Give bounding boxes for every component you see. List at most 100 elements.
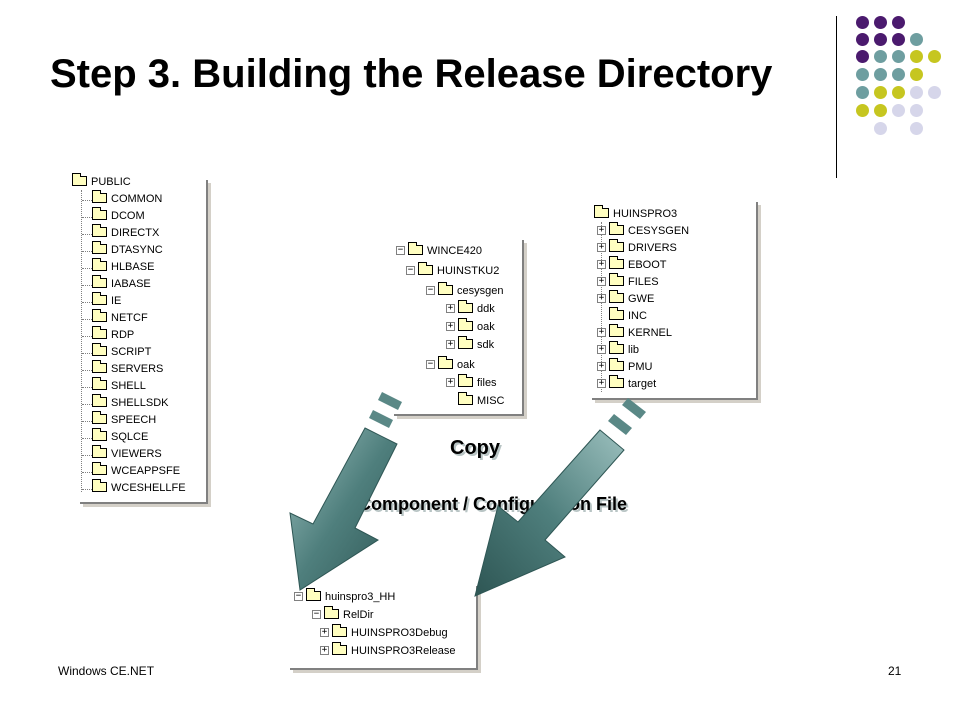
tree-node-release[interactable]: +HUINSPRO3Release [320, 642, 456, 660]
folder-icon [609, 324, 624, 338]
tree-node-drivers[interactable]: +DRIVERS [597, 239, 677, 257]
tree-node-ddk[interactable]: +ddk [446, 300, 495, 318]
tree-node-oak-sub[interactable]: +oak [446, 318, 495, 336]
decor-dot [892, 16, 905, 29]
tree-node-common[interactable]: COMMON [92, 190, 162, 208]
reldir-tree-panel: −huinspro3_HH − RelDir +HUINSPRO3Debug +H… [290, 586, 478, 670]
collapse-icon[interactable]: − [294, 590, 303, 601]
expand-icon[interactable]: + [597, 241, 606, 252]
tree-node-directx[interactable]: DIRECTX [92, 224, 159, 242]
tree-node-label: WCEAPPSFE [111, 465, 181, 477]
decor-dot [874, 50, 887, 63]
tree-node-label: PMU [628, 361, 653, 373]
tree-node-sdk[interactable]: +sdk [446, 336, 494, 354]
tree-node-hlbase[interactable]: HLBASE [92, 258, 155, 276]
folder-icon [92, 326, 107, 340]
expand-icon[interactable]: + [320, 644, 329, 655]
folder-icon [458, 318, 473, 332]
collapse-icon[interactable]: − [406, 264, 415, 275]
tree-node-dcom[interactable]: DCOM [92, 207, 145, 225]
collapse-icon[interactable]: − [426, 284, 435, 295]
tree-node-files[interactable]: +FILES [597, 273, 659, 291]
expand-icon[interactable]: + [446, 320, 455, 331]
collapse-icon[interactable]: − [426, 358, 435, 369]
expand-icon[interactable]: + [446, 376, 455, 387]
tree-node-netcf[interactable]: NETCF [92, 309, 148, 327]
decor-dot [874, 33, 887, 46]
folder-icon [92, 343, 107, 357]
expand-icon[interactable]: + [320, 626, 329, 637]
decor-dot [892, 50, 905, 63]
tree-node-dtasync[interactable]: DTASYNC [92, 241, 163, 259]
folder-icon [609, 358, 624, 372]
collapse-icon[interactable]: − [312, 608, 321, 619]
tree-node-viewers[interactable]: VIEWERS [92, 445, 162, 463]
decor-dot [892, 86, 905, 99]
tree-node-wceshellfe[interactable]: WCESHELLFE [92, 479, 186, 497]
expand-icon[interactable]: + [597, 258, 606, 269]
tree-node-iabase[interactable]: IABASE [92, 275, 151, 293]
tree-node-inc[interactable]: INC [597, 307, 647, 325]
tree-node-label: HLBASE [111, 261, 155, 273]
tree-node-label: SHELL [111, 380, 146, 392]
expand-icon[interactable]: + [446, 302, 455, 313]
tree-node-servers[interactable]: SERVERS [92, 360, 163, 378]
tree-node-kernel[interactable]: +KERNEL [597, 324, 672, 342]
tree-node-huinspro3-hh[interactable]: −huinspro3_HH [294, 588, 395, 606]
expand-icon[interactable]: + [597, 377, 606, 388]
tree-node-wince420[interactable]: − WINCE420 [396, 242, 483, 260]
tree-node-script[interactable]: SCRIPT [92, 343, 151, 361]
expand-icon[interactable]: + [597, 326, 606, 337]
tree-line [82, 438, 92, 439]
tree-node-cesysgen[interactable]: +CESYSGEN [597, 222, 689, 240]
folder-icon [609, 239, 624, 253]
tree-node-pmu[interactable]: + PMU [597, 358, 653, 376]
expand-icon[interactable]: + [597, 360, 606, 371]
tree-node-rdp[interactable]: RDP [92, 326, 134, 344]
expand-icon[interactable]: + [446, 338, 455, 349]
folder-icon [609, 273, 624, 287]
decor-dot [892, 33, 905, 46]
folder-icon [92, 207, 107, 221]
tree-node-ie[interactable]: IE [92, 292, 121, 310]
tree-line [82, 285, 92, 286]
tree-node-huinspro3[interactable]: HUINSPRO3 [594, 205, 677, 223]
tree-node-wceappsfe[interactable]: WCEAPPSFE [92, 462, 181, 480]
tree-node-label: RelDir [343, 609, 374, 621]
expand-icon[interactable]: + [597, 343, 606, 354]
tree-node-sqlce[interactable]: SQLCE [92, 428, 149, 446]
tree-node-reldir[interactable]: − RelDir [312, 606, 374, 624]
tree-node-label: PUBLIC [91, 176, 131, 188]
tree-line [82, 268, 92, 269]
expand-icon[interactable]: + [597, 224, 606, 235]
folder-icon [609, 307, 624, 321]
tree-node-shellsdk[interactable]: SHELLSDK [92, 394, 168, 412]
collapse-icon[interactable]: − [396, 244, 405, 255]
decor-dot [910, 68, 923, 81]
tree-node-lib[interactable]: +lib [597, 341, 639, 359]
tree-node-label: WINCE420 [427, 245, 483, 257]
tree-line [82, 404, 92, 405]
tree-node-label: SQLCE [111, 431, 149, 443]
expand-icon[interactable]: + [597, 292, 606, 303]
tree-node-huinstku2[interactable]: −HUINSTKU2 [406, 262, 499, 280]
tree-node-debug[interactable]: +HUINSPRO3Debug [320, 624, 448, 642]
tree-node-oak[interactable]: −oak [426, 356, 475, 374]
tree-node-eboot[interactable]: +EBOOT [597, 256, 667, 274]
tree-node-shell[interactable]: SHELL [92, 377, 146, 395]
folder-icon [458, 392, 473, 406]
tree-node-speech[interactable]: SPEECH [92, 411, 156, 429]
tree-line [82, 353, 92, 354]
tree-node-public[interactable]: PUBLIC [72, 173, 131, 191]
tree-node-misc[interactable]: MISC [458, 392, 505, 410]
tree-node-gwe[interactable]: +GWE [597, 290, 654, 308]
folder-icon [92, 428, 107, 442]
folder-icon [609, 375, 624, 389]
tree-node-target[interactable]: +target [597, 375, 656, 393]
tree-node-cesysgen[interactable]: −cesysgen [426, 282, 503, 300]
expand-icon[interactable]: + [597, 275, 606, 286]
tree-node-files[interactable]: +files [446, 374, 497, 392]
folder-icon [324, 606, 339, 620]
